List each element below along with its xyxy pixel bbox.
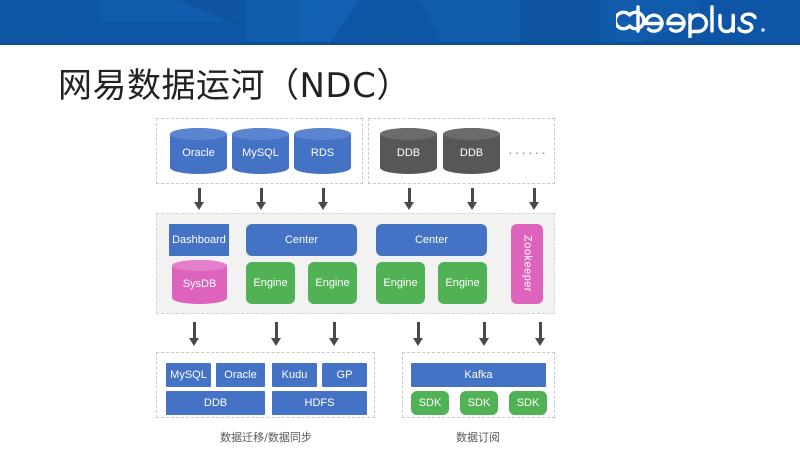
arrow-head — [256, 202, 266, 210]
arrow-head — [404, 202, 414, 210]
platform-sysdb-label: SysDB — [182, 278, 217, 290]
arrow-shaft — [482, 322, 486, 338]
sink-oracle-label: Oracle — [224, 368, 257, 381]
sink-hdfs-label: HDFS — [304, 396, 335, 409]
sink-sdk-2[interactable]: SDK — [460, 391, 498, 415]
platform-center-1[interactable]: Center — [246, 224, 357, 256]
arrow-shaft — [416, 322, 420, 338]
arrow-shaft — [192, 322, 196, 338]
engine-label: Engine — [253, 276, 288, 289]
source-db-oracle-label: Oracle — [182, 147, 215, 159]
source-db-ddb-1-label: DDB — [396, 147, 421, 159]
sink-kafka[interactable]: Kafka — [411, 363, 546, 387]
arrow-platform-to-sink-3 — [328, 322, 340, 346]
engine-label: Engine — [315, 276, 350, 289]
arrow-source-to-platform-6 — [528, 188, 540, 210]
sink-ddb[interactable]: DDB — [166, 391, 265, 415]
platform-dashboard-label: Dashboard — [172, 233, 226, 246]
cylinder-cap — [170, 128, 227, 140]
header-pattern-graphic — [0, 0, 800, 42]
platform-center-1-engine-2[interactable]: Engine — [308, 262, 357, 304]
deeplus-logo — [616, 3, 786, 39]
source-db-mysql[interactable]: MySQL — [232, 128, 289, 174]
arrow-head — [318, 202, 328, 210]
header-bottom-rule — [0, 42, 800, 45]
sink-sdk-label: SDK — [467, 396, 491, 409]
source-db-ddb-2-label: DDB — [459, 147, 484, 159]
arrow-platform-to-sink-4 — [412, 322, 424, 346]
engine-label: Engine — [445, 276, 480, 289]
arrow-shaft — [274, 322, 278, 338]
arrow-shaft — [259, 188, 263, 202]
deeplus-logo-mark — [616, 5, 765, 38]
arrow-shaft — [197, 188, 201, 202]
source-db-rds-label: RDS — [310, 147, 335, 159]
engine-label: Engine — [383, 276, 418, 289]
arrow-platform-to-sink-2 — [270, 322, 282, 346]
source-db-ddb-2[interactable]: DDB — [443, 128, 500, 174]
arrow-platform-to-sink-6 — [534, 322, 546, 346]
sink-sdk-1[interactable]: SDK — [411, 391, 449, 415]
arrow-platform-to-sink-5 — [478, 322, 490, 346]
cylinder-cap — [294, 128, 351, 140]
arrow-head — [535, 338, 545, 346]
caption-data-subscription: 数据订阅 — [456, 431, 500, 444]
sink-sdk-label: SDK — [418, 396, 442, 409]
sink-kafka-label: Kafka — [464, 368, 493, 381]
arrow-shaft — [470, 188, 474, 202]
arrow-source-to-platform-2 — [255, 188, 267, 210]
platform-dashboard[interactable]: Dashboard — [169, 224, 229, 256]
platform-zookeeper-label: Zookeeper — [521, 235, 534, 293]
arrow-shaft — [407, 188, 411, 202]
sink-gp-label: GP — [336, 368, 353, 381]
platform-center-2-engine-1[interactable]: Engine — [376, 262, 425, 304]
arrow-head — [189, 338, 199, 346]
arrow-source-to-platform-1 — [193, 188, 205, 210]
cylinder-cap — [232, 128, 289, 140]
platform-center-1-label: Center — [284, 233, 319, 246]
source-db-rds[interactable]: RDS — [294, 128, 351, 174]
arrow-shaft — [538, 322, 542, 338]
arrow-head — [529, 202, 539, 210]
arrow-shaft — [532, 188, 536, 202]
source-db-mysql-label: MySQL — [242, 147, 279, 159]
sink-gp[interactable]: GP — [322, 363, 367, 387]
header-band — [0, 0, 800, 42]
arrow-head — [271, 338, 281, 346]
arrow-head — [194, 202, 204, 210]
arrow-head — [329, 338, 339, 346]
cylinder-cap — [380, 128, 437, 140]
arrow-head — [413, 338, 423, 346]
sink-oracle[interactable]: Oracle — [216, 363, 265, 387]
source-ellipsis: ······ — [508, 144, 548, 160]
arrow-source-to-platform-3 — [317, 188, 329, 210]
arrow-shaft — [321, 188, 325, 202]
platform-center-1-engine-1[interactable]: Engine — [246, 262, 295, 304]
platform-sysdb[interactable]: SysDB — [172, 260, 227, 304]
sink-sdk-label: SDK — [516, 396, 540, 409]
platform-center-2-engine-2[interactable]: Engine — [438, 262, 487, 304]
arrow-source-to-platform-5 — [466, 188, 478, 210]
arrow-head — [467, 202, 477, 210]
platform-zookeeper[interactable]: Zookeeper — [511, 224, 543, 304]
cylinder-cap — [443, 128, 500, 140]
source-db-ddb-1[interactable]: DDB — [380, 128, 437, 174]
sink-sdk-3[interactable]: SDK — [509, 391, 547, 415]
sink-hdfs[interactable]: HDFS — [272, 391, 367, 415]
platform-center-2[interactable]: Center — [376, 224, 487, 256]
platform-center-2-label: Center — [414, 233, 449, 246]
sink-ddb-label: DDB — [203, 396, 228, 409]
arrow-source-to-platform-4 — [403, 188, 415, 210]
arrow-platform-to-sink-1 — [188, 322, 200, 346]
arrow-shaft — [332, 322, 336, 338]
sink-kudu[interactable]: Kudu — [272, 363, 317, 387]
caption-data-migration: 数据迁移/数据同步 — [220, 431, 312, 444]
sink-mysql[interactable]: MySQL — [166, 363, 211, 387]
source-db-oracle[interactable]: Oracle — [170, 128, 227, 174]
arrow-head — [479, 338, 489, 346]
sink-mysql-label: MySQL — [170, 368, 207, 381]
cylinder-cap — [172, 260, 227, 272]
sink-kudu-label: Kudu — [281, 368, 308, 381]
page-title: 网易数据运河（NDC） — [58, 66, 411, 106]
